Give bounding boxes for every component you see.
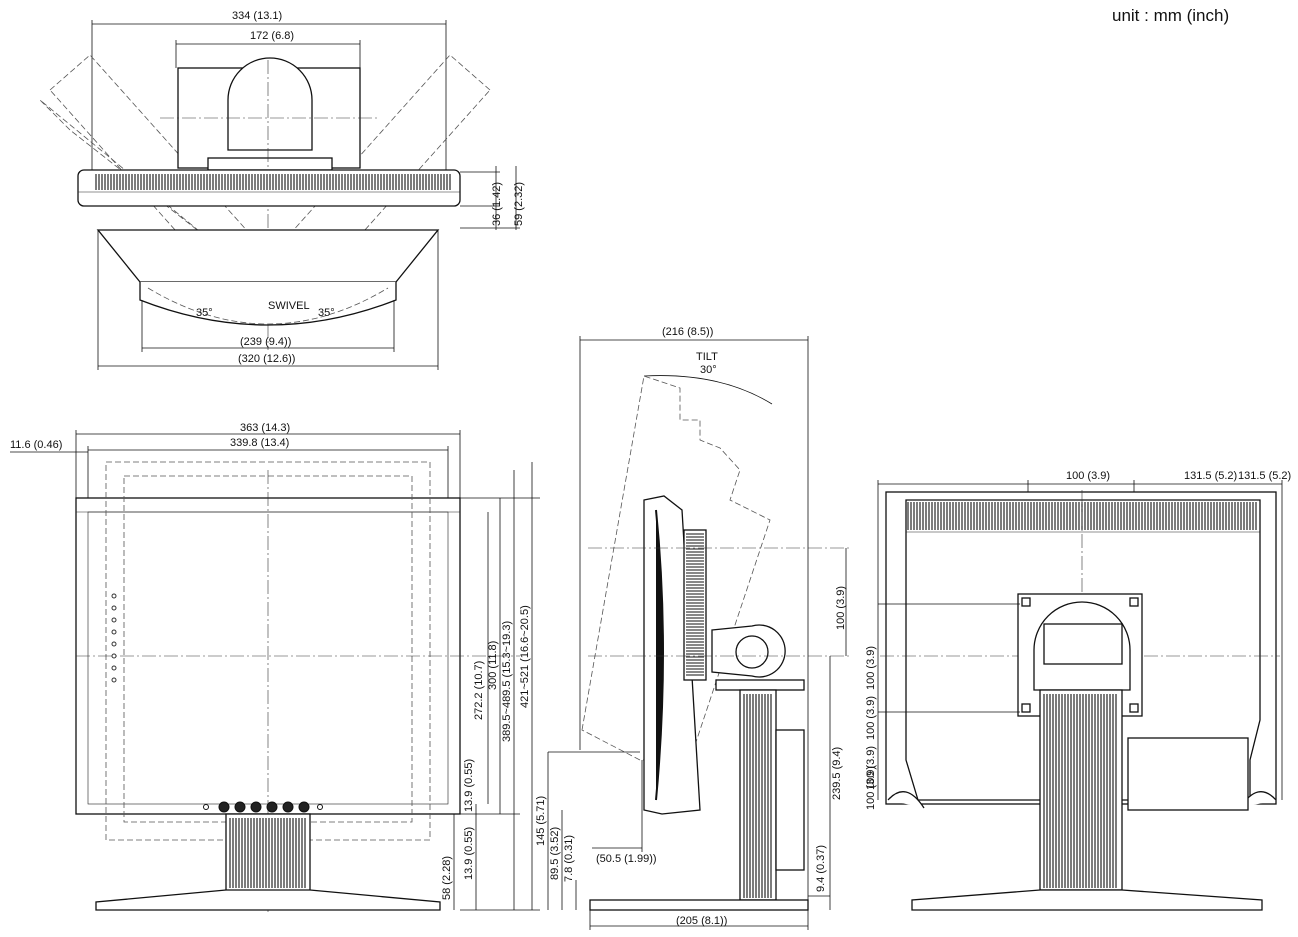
side-depth-top: (216 (8.5)) [662,326,713,338]
front-button [203,804,209,810]
side-foot: 9.4 (0.37) [815,845,827,892]
side-h-145: 145 (5.71) [535,796,547,846]
side-base-height: 239.5 (9.4) [831,747,843,800]
height-range-1: 389.5~489.5 (15.3~19.3) [501,621,513,742]
tilt-angle: 30° [700,364,717,376]
back-view: 100 (3.9) 131.5 (5.2) 131.5 (5.2) 100 (3… [865,470,1291,911]
stand-height: 58 (2.28) [441,856,453,900]
swivel-left-angle: 35° [196,307,213,319]
height-range-2: 421~521 (16.6~20.5) [519,605,531,708]
back-v2: 100 (3.9) [865,746,877,790]
front-width-inner: 339.8 (13.4) [230,437,289,449]
front-view: 363 (14.3) 339.8 (13.4) 11.6 (0.46) [10,422,540,912]
panel-height: 300 (11.8) [487,641,499,690]
bezel-bottom-2: 13.9 (0.55) [463,827,475,880]
bezel-width: 11.6 (0.46) [10,439,62,451]
top-width-inner: 172 (6.8) [250,30,294,42]
front-button [234,801,246,813]
back-side-2: 131.5 (5.2) [1238,470,1291,482]
bezel-bottom-1: 13.9 (0.55) [463,759,475,812]
swivel-label: SWIVEL [268,300,310,312]
indicator-dot [111,617,117,623]
back-vesa-width: 100 (3.9) [1066,470,1110,482]
front-width-outer: 363 (14.3) [240,422,290,434]
top-depth-1: 36 (1.42) [491,182,503,226]
side-h-7: 7.8 (0.31) [563,835,575,882]
swivel-right-angle: 35° [318,307,335,319]
unit-label: unit : mm (inch) [1112,6,1230,25]
side-h-89: 89.5 (3.52) [549,827,561,880]
screen-height: 272.2 (10.7) [473,661,485,720]
indicator-dot [111,629,117,635]
back-side-1: 131.5 (5.2) [1184,470,1237,482]
top-width-outer: 334 (13.1) [232,10,282,22]
side-base-depth: (205 (8.1)) [676,915,727,927]
side-offset: (50.5 (1.99)) [596,853,657,865]
side-vesa: 100 (3.9) [835,586,847,630]
back-vesa-height: 100 (3.9) [865,646,877,690]
front-button [317,804,323,810]
indicator-dot [111,677,117,683]
front-button [218,801,230,813]
indicator-dot [111,653,117,659]
front-button [266,801,278,813]
indicator-dot [111,665,117,671]
base-inner-width: (239 (9.4)) [240,336,291,348]
back-v1: 100 (3.9) [865,696,877,740]
back-v3: 100 (3.9) [865,766,877,810]
indicator-dot [111,641,117,647]
side-view: (216 (8.5)) TILT 30° 100 (3.9) 239.5 (9.… [535,326,850,930]
base-outer-width: (320 (12.6)) [238,353,295,365]
indicator-dot [111,605,117,611]
top-depth-2: 59 (2.32) [513,182,525,226]
front-button [298,801,310,813]
indicator-dot [111,593,117,599]
front-button [250,801,262,813]
top-view: 334 (13.1) 172 (6.8) 36 (1.42) 59 (2.32) [39,10,525,370]
front-button [282,801,294,813]
tilt-label: TILT [696,351,718,363]
